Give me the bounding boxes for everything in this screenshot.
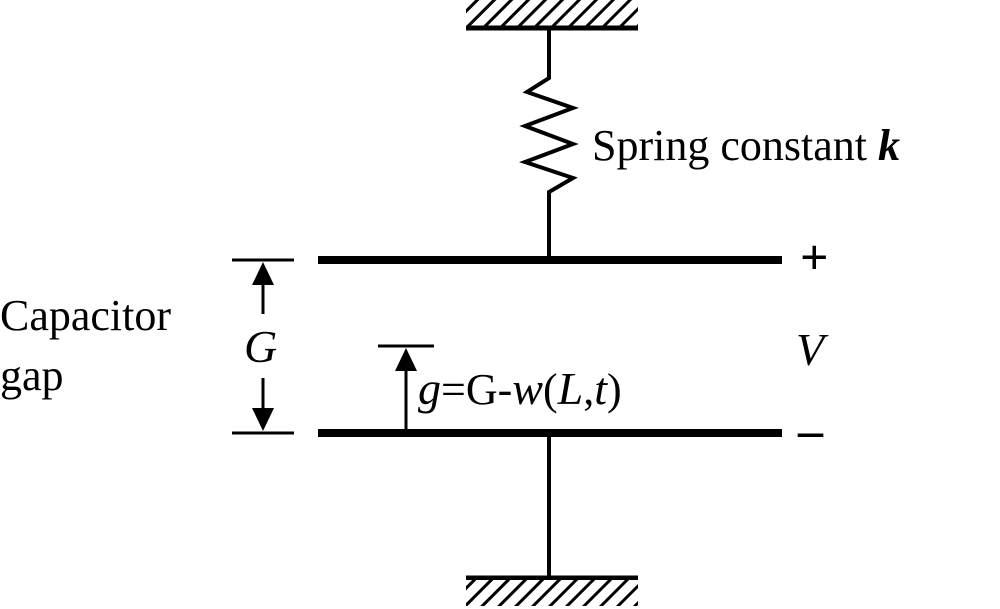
spring xyxy=(519,30,579,260)
top-ground-support xyxy=(466,0,638,31)
small-gap-formula: g=G-w(L,t) xyxy=(418,363,622,414)
plus-terminal-sign: + xyxy=(800,229,829,285)
gap-dimension-arrow xyxy=(252,262,274,431)
bottom-ground-support xyxy=(466,575,638,606)
spring-constant-label: Spring constant k xyxy=(592,121,900,170)
capacitor-label-line2: gap xyxy=(0,351,64,400)
capacitor-label-line1: Capacitor xyxy=(0,291,171,340)
voltage-symbol-V: V xyxy=(796,324,829,375)
small-gap-arrow xyxy=(395,348,417,431)
minus-terminal-sign: – xyxy=(797,402,824,458)
gap-symbol-G: G xyxy=(244,321,277,372)
